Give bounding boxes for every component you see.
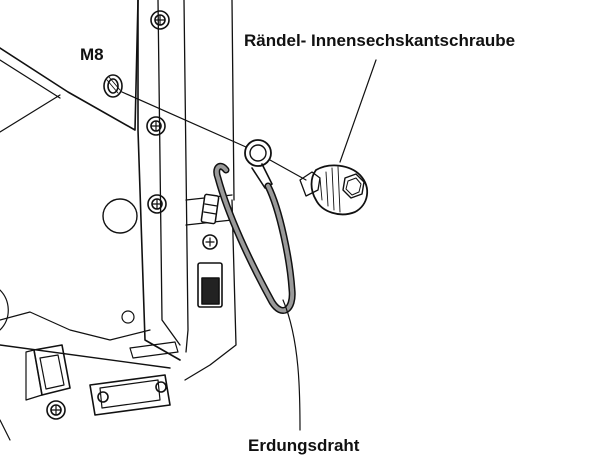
- ground-wire: [200, 139, 296, 314]
- leader-line-screw: [339, 59, 377, 163]
- device-housing: [0, 0, 171, 369]
- ground-wire-label: Erdungsdraht: [248, 436, 360, 455]
- leader-line-m8: [121, 91, 247, 148]
- panel-screws: [146, 10, 218, 250]
- m8-label: M8: [80, 45, 104, 64]
- knurled-hex-screw: [299, 164, 369, 216]
- panel-screw-middle: [146, 116, 166, 136]
- leader-line-ring: [269, 159, 307, 181]
- leader-line-wire: [282, 299, 301, 431]
- ground-terminal-screw: [202, 234, 218, 250]
- knurled-screw-label: Rändel- Innensechskantschraube: [244, 31, 516, 50]
- leader-lines: [121, 59, 377, 431]
- bottom-connectors: [0, 341, 179, 441]
- m8-hole: [103, 74, 123, 98]
- power-switch: [197, 262, 223, 308]
- panel-screw-top: [150, 10, 170, 30]
- panel-screw-lower: [147, 194, 167, 214]
